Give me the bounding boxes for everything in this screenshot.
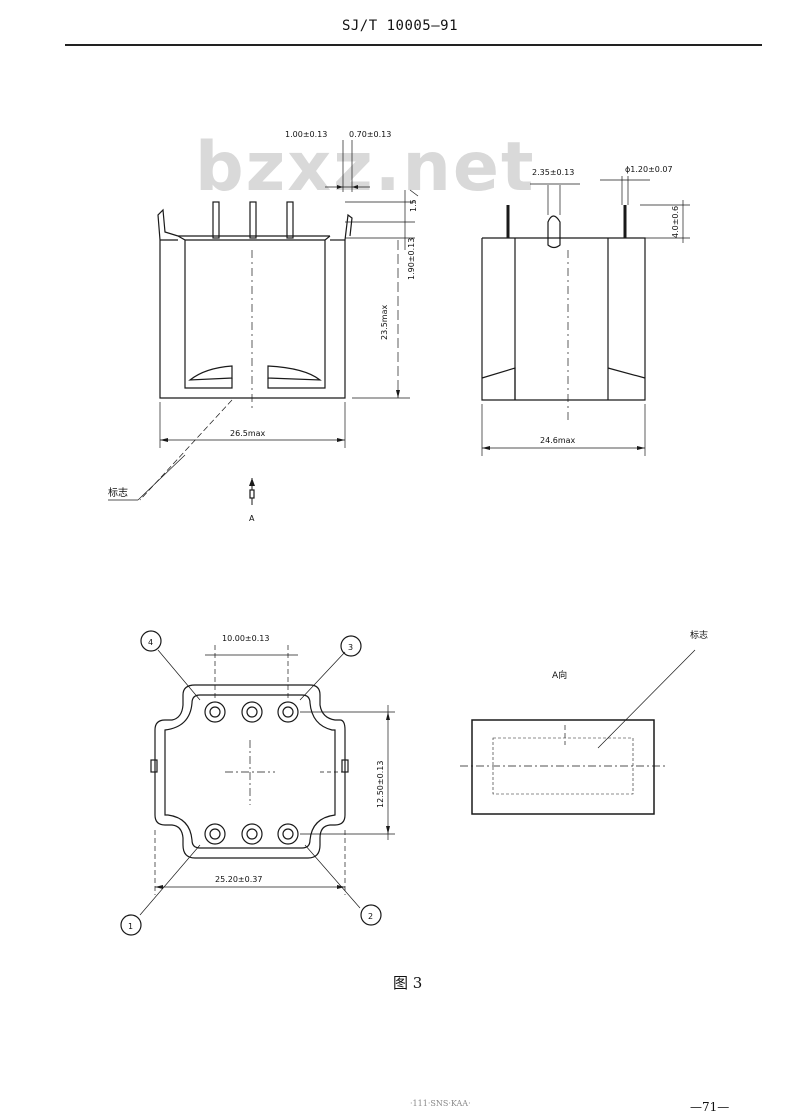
dim-width-front: 24.6max — [540, 436, 576, 445]
front-view — [481, 176, 690, 456]
header-rule — [65, 44, 762, 46]
bottom-view — [120, 630, 395, 936]
dim-width-side: 26.5max — [230, 429, 266, 438]
dim-pin-height: 4.0±0.6 — [671, 206, 680, 238]
dim-pin-len: 1.5 — [409, 199, 418, 212]
label-mark-side: 标志 — [108, 486, 128, 499]
dim-height-side: 23.5max — [380, 304, 389, 340]
footer-middle-text: ·111·SNS·KAA· — [410, 1099, 471, 1108]
dim-pin-width: 0.70±0.13 — [349, 130, 391, 139]
label-mark-a: 标志 — [690, 629, 708, 641]
view-a — [460, 649, 696, 815]
dim-step: 1.90±0.13 — [407, 238, 416, 280]
pin-callout-4 — [140, 630, 162, 652]
pin-callout-2 — [360, 904, 382, 926]
pin-callout-1 — [120, 914, 142, 936]
dim-pitch: 10.00±0.13 — [222, 634, 269, 643]
page-number: —71— — [690, 1100, 730, 1114]
standard-number: SJ/T 10005—91 — [341, 18, 459, 34]
dim-lug: 2.35±0.13 — [532, 168, 574, 177]
dim-pin-spacing: 1.00±0.13 — [285, 130, 327, 139]
side-view — [108, 140, 419, 505]
view-a-title: A向 — [552, 669, 567, 681]
dim-body: 25.20±0.37 — [215, 875, 262, 884]
pin-callout-3 — [340, 635, 362, 657]
watermark: bzxz.net — [195, 128, 536, 207]
pin-label-2: 2 — [368, 912, 373, 921]
figure-caption: 图 3 — [393, 974, 423, 992]
dim-pin-diameter: ϕ1.20±0.07 — [625, 165, 673, 174]
pin-label-4: 4 — [148, 638, 153, 647]
dim-row: 12.50±0.13 — [376, 761, 385, 808]
pin-label-3: 3 — [348, 643, 353, 652]
pin-label-1: 1 — [128, 922, 133, 931]
view-arrow-label: A — [249, 514, 255, 523]
